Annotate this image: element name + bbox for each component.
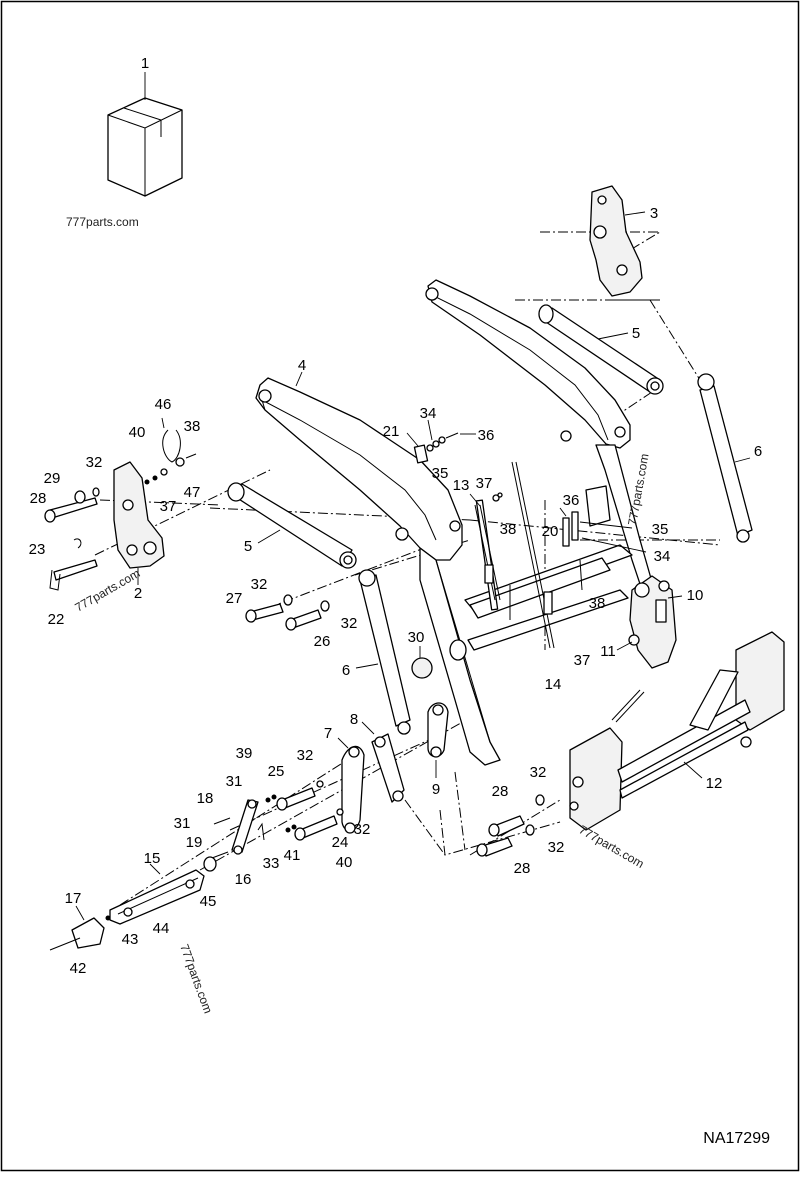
callout-24: 24 bbox=[332, 834, 349, 851]
callout-32-d: 32 bbox=[297, 747, 314, 764]
handle-assembly bbox=[49, 856, 217, 951]
callout-28-left: 28 bbox=[30, 490, 47, 507]
cylinder-right-vertical bbox=[697, 373, 753, 543]
callout-34-upper: 34 bbox=[420, 405, 437, 422]
mount-plate-left bbox=[44, 417, 197, 591]
cylinder-left-vertical bbox=[355, 569, 411, 735]
callout-26: 26 bbox=[314, 633, 331, 650]
hardware-cluster-right bbox=[559, 485, 647, 553]
callout-3: 3 bbox=[650, 205, 658, 222]
cylinder-upper-right bbox=[538, 304, 664, 395]
callout-15: 15 bbox=[144, 850, 161, 867]
callout-32-b: 32 bbox=[251, 576, 268, 593]
callout-2: 2 bbox=[134, 585, 142, 602]
callout-5-left: 5 bbox=[244, 538, 252, 555]
callout-6-left: 6 bbox=[342, 662, 350, 679]
attachment-frame bbox=[569, 631, 785, 831]
callout-6-right: 6 bbox=[754, 443, 762, 460]
callout-25: 25 bbox=[268, 763, 285, 780]
callout-36-upper: 36 bbox=[478, 427, 495, 444]
callout-21: 21 bbox=[383, 423, 400, 440]
watermark-bottom-left: 777parts.com bbox=[177, 942, 215, 1015]
pivot-bracket bbox=[616, 575, 683, 669]
callout-32-f: 32 bbox=[530, 764, 547, 781]
callout-12: 12 bbox=[706, 775, 723, 792]
callout-23: 23 bbox=[29, 541, 46, 558]
callout-38-left: 38 bbox=[184, 418, 201, 435]
callout-32-g: 32 bbox=[548, 839, 565, 856]
watermark-lower-right: 777parts.com bbox=[577, 822, 647, 870]
callout-20: 20 bbox=[542, 523, 559, 540]
callout-39: 39 bbox=[236, 745, 253, 762]
callout-27: 27 bbox=[226, 590, 243, 607]
callout-13: 13 bbox=[453, 477, 470, 494]
watermark-left: 777parts.com bbox=[73, 566, 143, 614]
watermark-right: 777parts.com bbox=[625, 452, 651, 526]
callout-14: 14 bbox=[545, 676, 562, 693]
lift-arm-left bbox=[255, 371, 501, 766]
callout-9: 9 bbox=[432, 781, 440, 798]
callout-11: 11 bbox=[600, 643, 616, 660]
callout-38-centre: 38 bbox=[500, 521, 517, 538]
callout-38-right: 38 bbox=[589, 595, 606, 612]
callout-33: 33 bbox=[263, 855, 280, 872]
callout-37-centre: 37 bbox=[476, 475, 493, 492]
callout-35-right: 35 bbox=[652, 521, 669, 538]
cross-member bbox=[464, 461, 633, 651]
callout-22: 22 bbox=[48, 611, 65, 628]
callout-1: 1 bbox=[141, 55, 149, 72]
mount-plate-right bbox=[589, 185, 646, 297]
callout-28-upper: 28 bbox=[492, 783, 509, 800]
callout-16: 16 bbox=[235, 871, 252, 888]
callout-28-lower: 28 bbox=[514, 860, 531, 877]
watermark-top-left: 777parts.com bbox=[66, 215, 139, 229]
callout-40-lower: 40 bbox=[336, 854, 353, 871]
cylinder-left bbox=[227, 482, 357, 569]
callout-43: 43 bbox=[122, 931, 139, 948]
callout-labels: 1 2 3 4 5 5 6 6 7 8 9 10 11 12 13 14 15 … bbox=[29, 55, 763, 977]
callout-36-right: 36 bbox=[563, 492, 580, 509]
callout-7: 7 bbox=[324, 725, 332, 742]
callout-37-right: 37 bbox=[574, 652, 591, 669]
lift-arm-right bbox=[425, 279, 661, 615]
callout-34-right: 34 bbox=[654, 548, 671, 565]
callout-29: 29 bbox=[44, 470, 61, 487]
callout-32-e: 32 bbox=[354, 821, 371, 838]
callout-41: 41 bbox=[284, 847, 301, 864]
callout-4: 4 bbox=[298, 357, 306, 374]
callout-32-a: 32 bbox=[86, 454, 103, 471]
callout-18: 18 bbox=[197, 790, 214, 807]
hardware-cluster-upper bbox=[406, 419, 476, 464]
support-rod bbox=[469, 492, 503, 601]
callout-30: 30 bbox=[408, 629, 425, 646]
pins-centre-left bbox=[245, 594, 433, 679]
callout-47: 47 bbox=[184, 484, 201, 501]
callout-8: 8 bbox=[350, 711, 358, 728]
pins-lower-right bbox=[476, 794, 545, 857]
callout-31-lower: 31 bbox=[174, 815, 191, 832]
callout-17: 17 bbox=[65, 890, 82, 907]
linkage-parts bbox=[337, 702, 449, 834]
callout-35-upper: 35 bbox=[432, 465, 449, 482]
callout-19: 19 bbox=[186, 834, 203, 851]
callout-42: 42 bbox=[70, 960, 87, 977]
callout-31-upper: 31 bbox=[226, 773, 243, 790]
hardware-lower-centre bbox=[211, 780, 344, 859]
callout-44: 44 bbox=[153, 920, 170, 937]
callout-45: 45 bbox=[200, 893, 217, 910]
callout-40-upper: 40 bbox=[129, 424, 146, 441]
callout-5-upper: 5 bbox=[632, 325, 640, 342]
drawing-reference-number: NA17299 bbox=[703, 1130, 770, 1147]
callout-32-c: 32 bbox=[341, 615, 358, 632]
callout-10: 10 bbox=[687, 587, 704, 604]
kit-box bbox=[107, 72, 183, 197]
callout-46: 46 bbox=[155, 396, 172, 413]
callout-37-left: 37 bbox=[160, 498, 177, 515]
